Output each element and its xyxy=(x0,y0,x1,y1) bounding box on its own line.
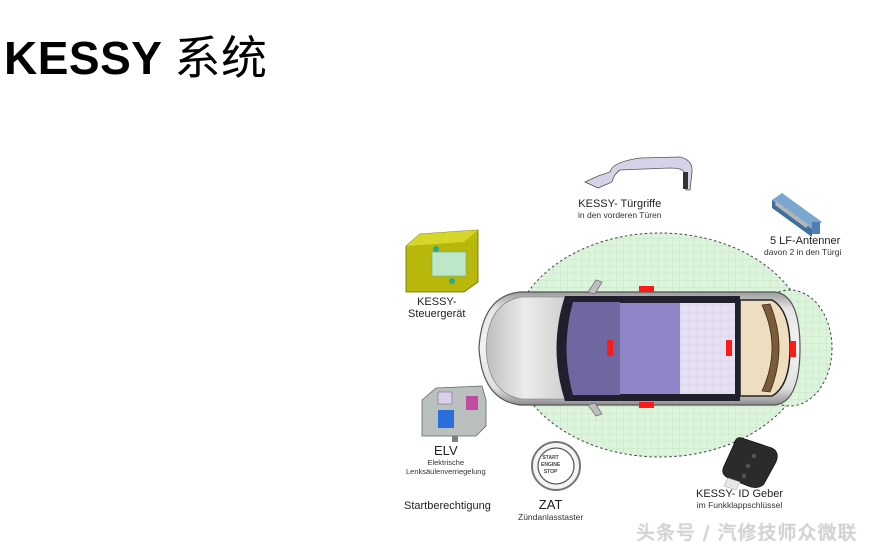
steering-lock-icon xyxy=(421,385,487,442)
zat-label: ZAT Zündanlasstaster xyxy=(518,497,584,522)
door-handles-label: KESSY- Türgriffe in den vorderen Türen xyxy=(578,198,662,220)
flip-key-icon xyxy=(722,437,778,491)
control-unit-label: KESSY- Steuergerät xyxy=(408,296,466,320)
car-top-view xyxy=(478,279,801,417)
antenna-module-icon xyxy=(772,193,822,237)
title-chinese: 系统 xyxy=(174,31,268,85)
antenna-marker-interior-front xyxy=(607,340,613,356)
lf-antennas-label: 5 LF-Antenner davon 2 in den Türgi xyxy=(764,235,842,257)
door-handle-icon xyxy=(584,156,693,191)
antenna-marker-right-door xyxy=(639,402,654,408)
start-stop-button-icon xyxy=(531,441,581,491)
start-authorization-label: Startberechtigung xyxy=(404,500,491,512)
antenna-marker-rear-bumper xyxy=(790,341,796,357)
id-key-label: KESSY- ID Geber im Funkklappschlüssel xyxy=(696,488,784,510)
control-unit-icon xyxy=(405,229,479,293)
elv-label: ELV Elektrische Lenksäulenverriegelung xyxy=(406,443,486,476)
start-stop-button-text: START ENGINE STOP xyxy=(541,455,561,475)
watermark: 头条号 / 汽修技师众微联 xyxy=(636,522,858,544)
antenna-marker-interior-rear xyxy=(726,340,732,356)
antenna-marker-left-door xyxy=(639,286,654,292)
antenna-markers xyxy=(607,286,796,408)
title-latin: KESSY xyxy=(4,32,163,84)
